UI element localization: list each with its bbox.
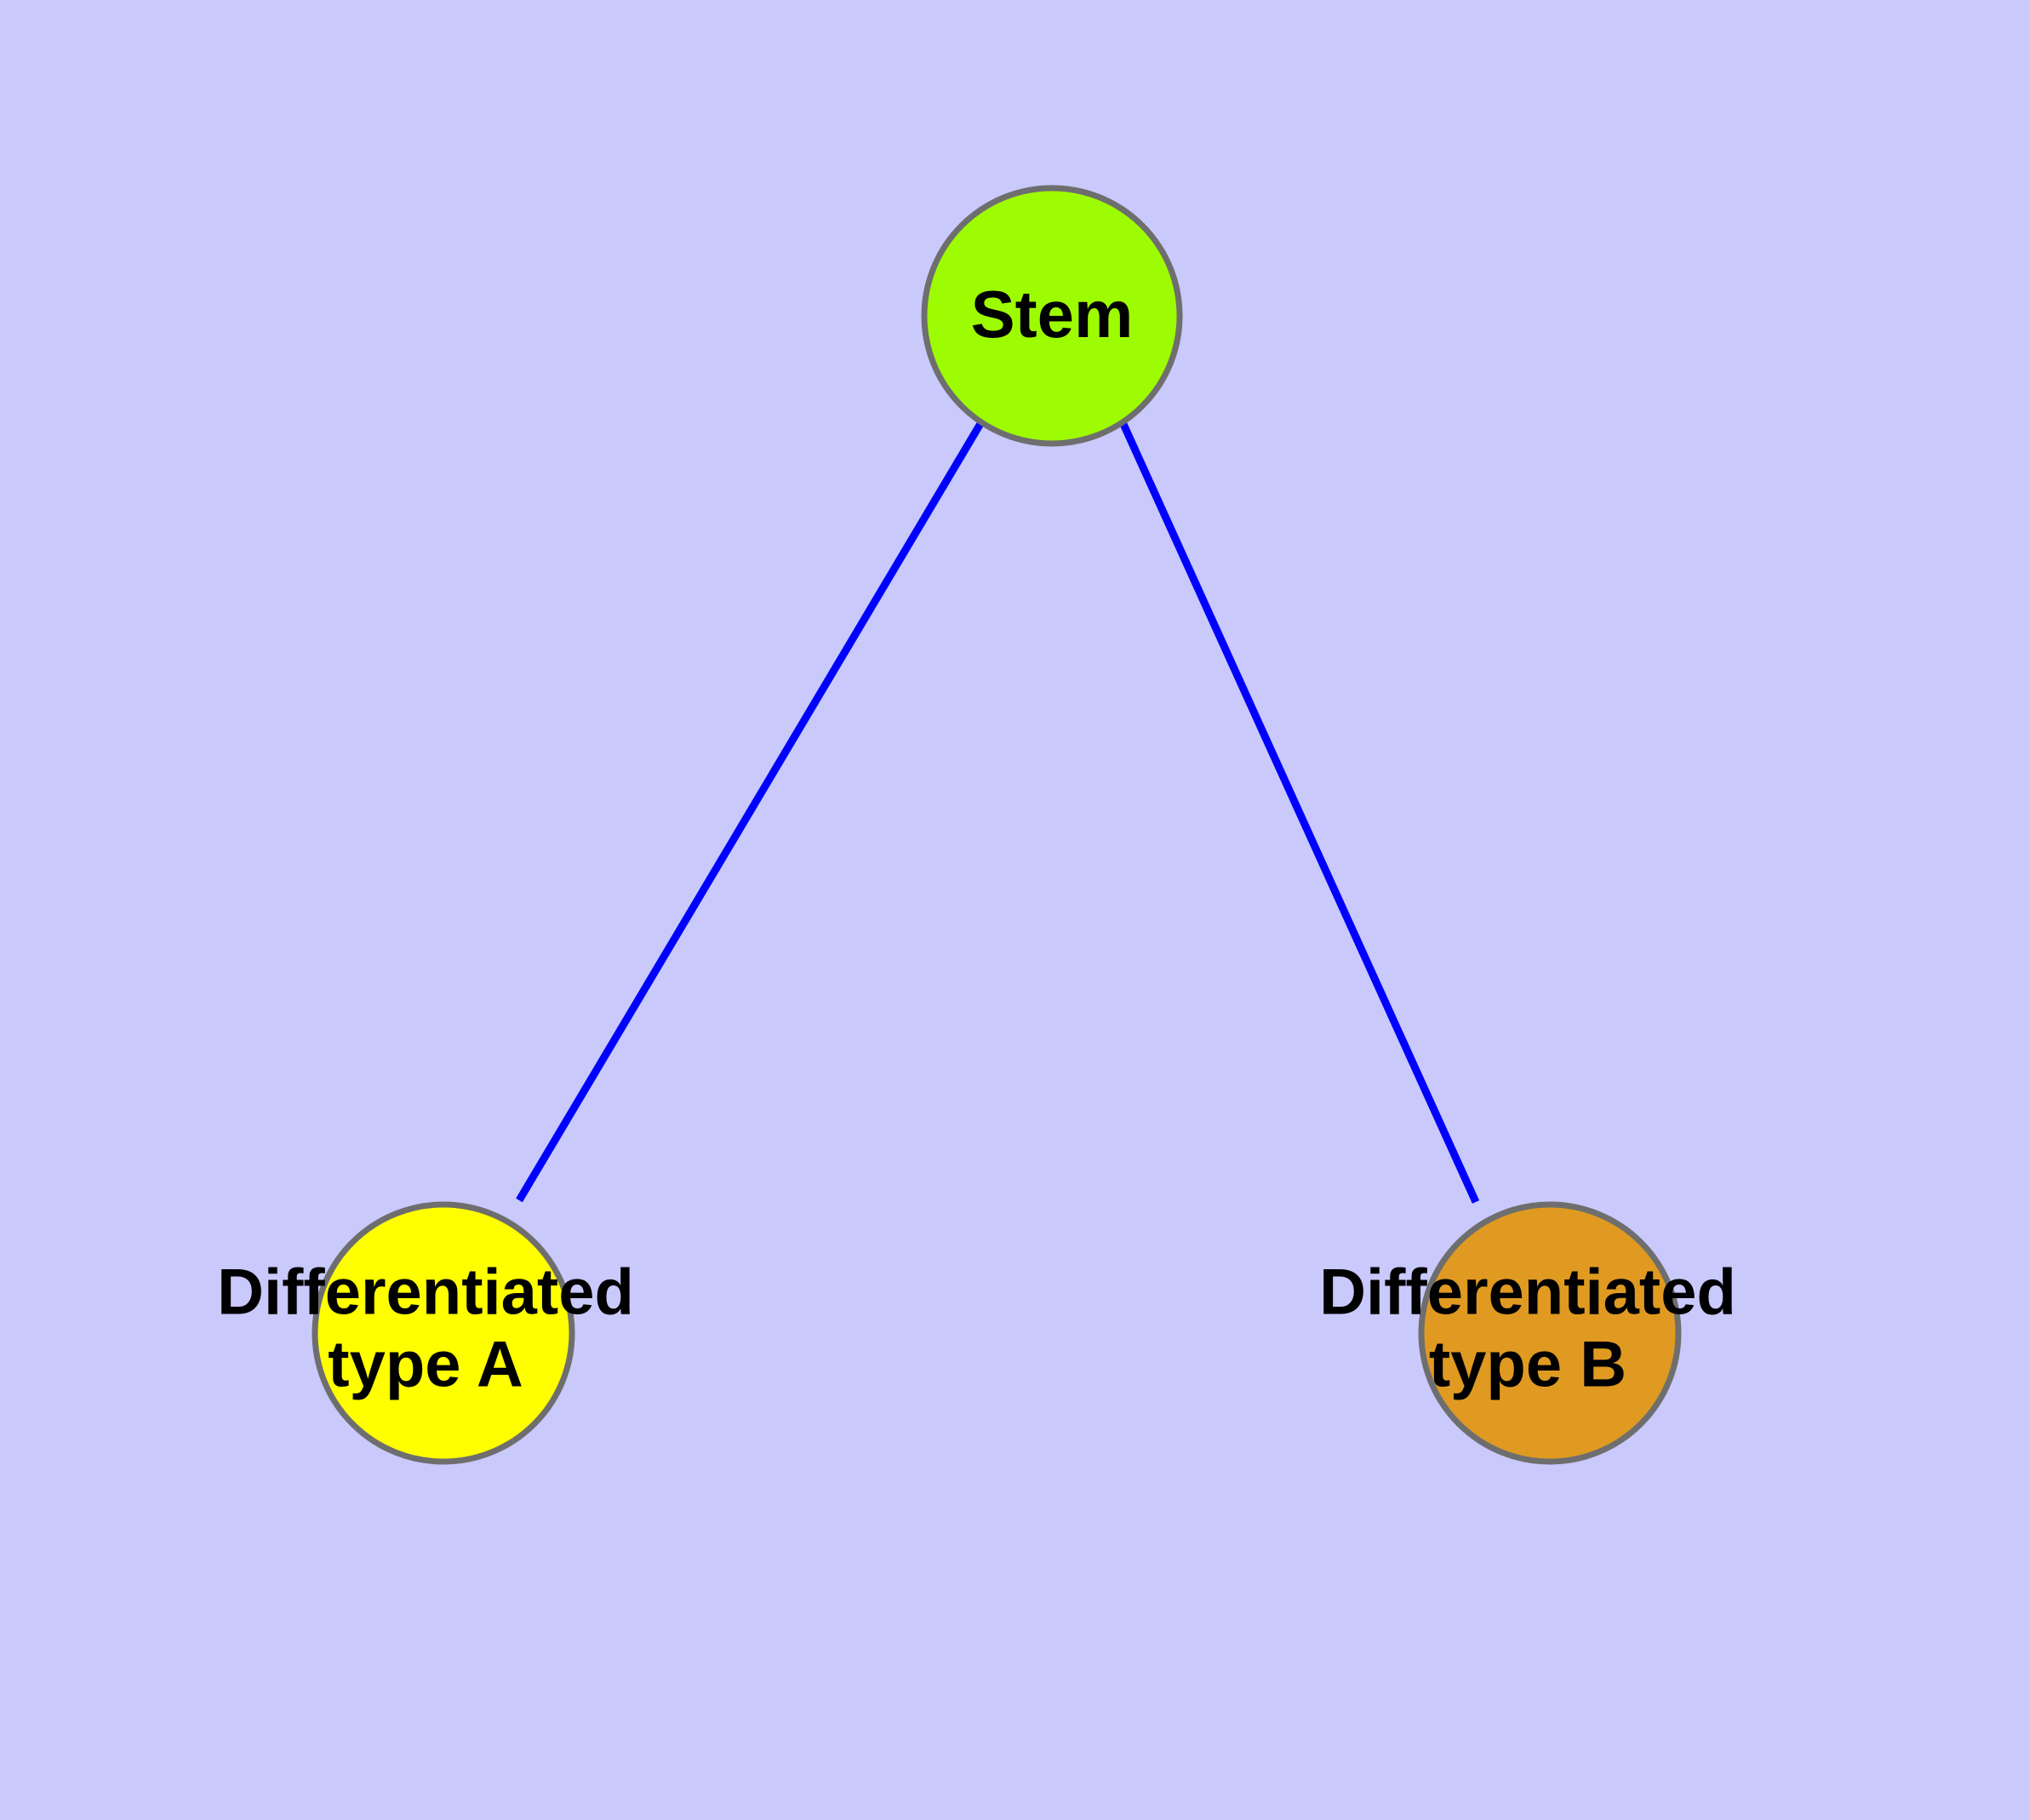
edge-stem-to-differentiated-type-a[interactable] xyxy=(516,420,985,1203)
node-differentiated-type-b-circle[interactable] xyxy=(1418,1201,1682,1465)
edge-stem-to-differentiated-type-b[interactable] xyxy=(1118,421,1480,1204)
label-line: Stem xyxy=(971,277,1134,352)
label-line: type B xyxy=(1429,1329,1626,1401)
node-differentiated-type-a[interactable] xyxy=(311,1201,575,1465)
node-differentiated-type-b[interactable] xyxy=(1418,1201,1682,1465)
node-stem-circle[interactable] xyxy=(921,185,1183,447)
node-stem[interactable] xyxy=(921,185,1183,447)
label-line: type A xyxy=(328,1329,523,1401)
node-group xyxy=(311,185,1682,1465)
edge-group xyxy=(516,420,1480,1204)
node-stem-label: Stem xyxy=(971,277,1134,352)
label-line: Differentiated xyxy=(1319,1256,1736,1329)
node-differentiated-type-a-circle[interactable] xyxy=(311,1201,575,1465)
label-line: Differentiated xyxy=(217,1256,634,1329)
